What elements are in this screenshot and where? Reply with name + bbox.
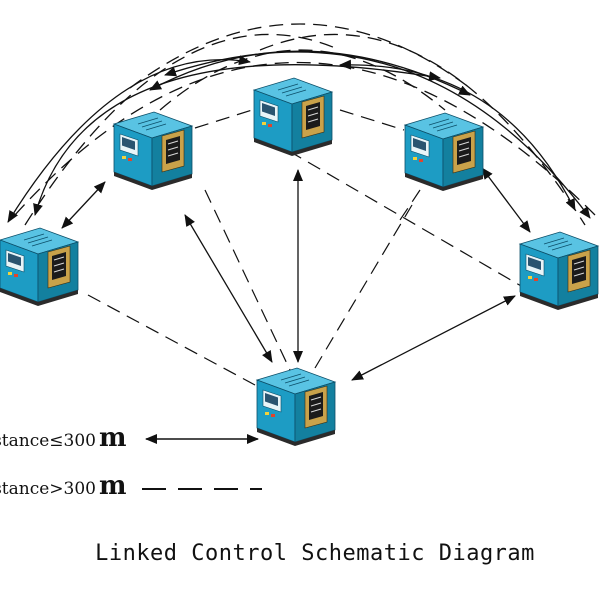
solid-link [339,59,576,211]
dashed-link [87,294,256,386]
dashed-link [314,204,413,369]
controller-machine-icon [0,227,79,307]
dashed-link [339,109,405,131]
solid-link [481,167,531,233]
solid-link [164,51,591,219]
controller-machine-icon [256,367,336,447]
dashed-link [204,189,291,371]
diagram-caption: Linked Control Schematic Diagram [95,541,535,566]
solid-link [61,181,106,229]
controller-machine-icon [404,112,484,192]
controller-machine-icon [253,77,333,157]
solid-straight-links [61,167,531,381]
solid-link [184,214,273,363]
controller-machine-icon [113,111,193,191]
solid-link [351,295,516,381]
dashed-link [399,189,421,221]
dashed-link [194,109,253,129]
controller-machine-icon [519,231,599,311]
dashed-link [269,139,529,291]
near-distance-arcs [7,50,591,223]
